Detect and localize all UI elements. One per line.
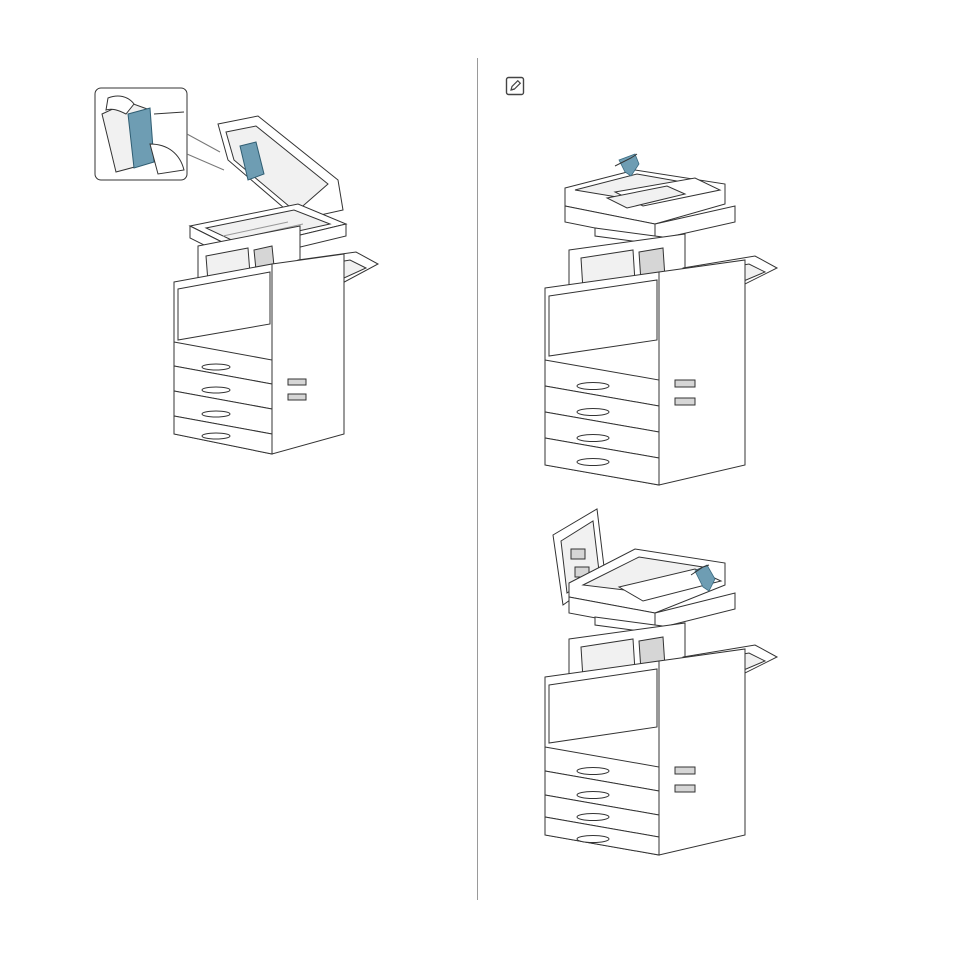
column-divider bbox=[477, 58, 478, 900]
printer-scanner-lid-open-illustration bbox=[88, 84, 388, 464]
printer-feeder-cover-open-illustration bbox=[535, 505, 785, 860]
printer-feeder-lift-illustration bbox=[535, 140, 785, 490]
inset-detail bbox=[95, 88, 224, 180]
note-pencil-icon bbox=[505, 76, 525, 96]
